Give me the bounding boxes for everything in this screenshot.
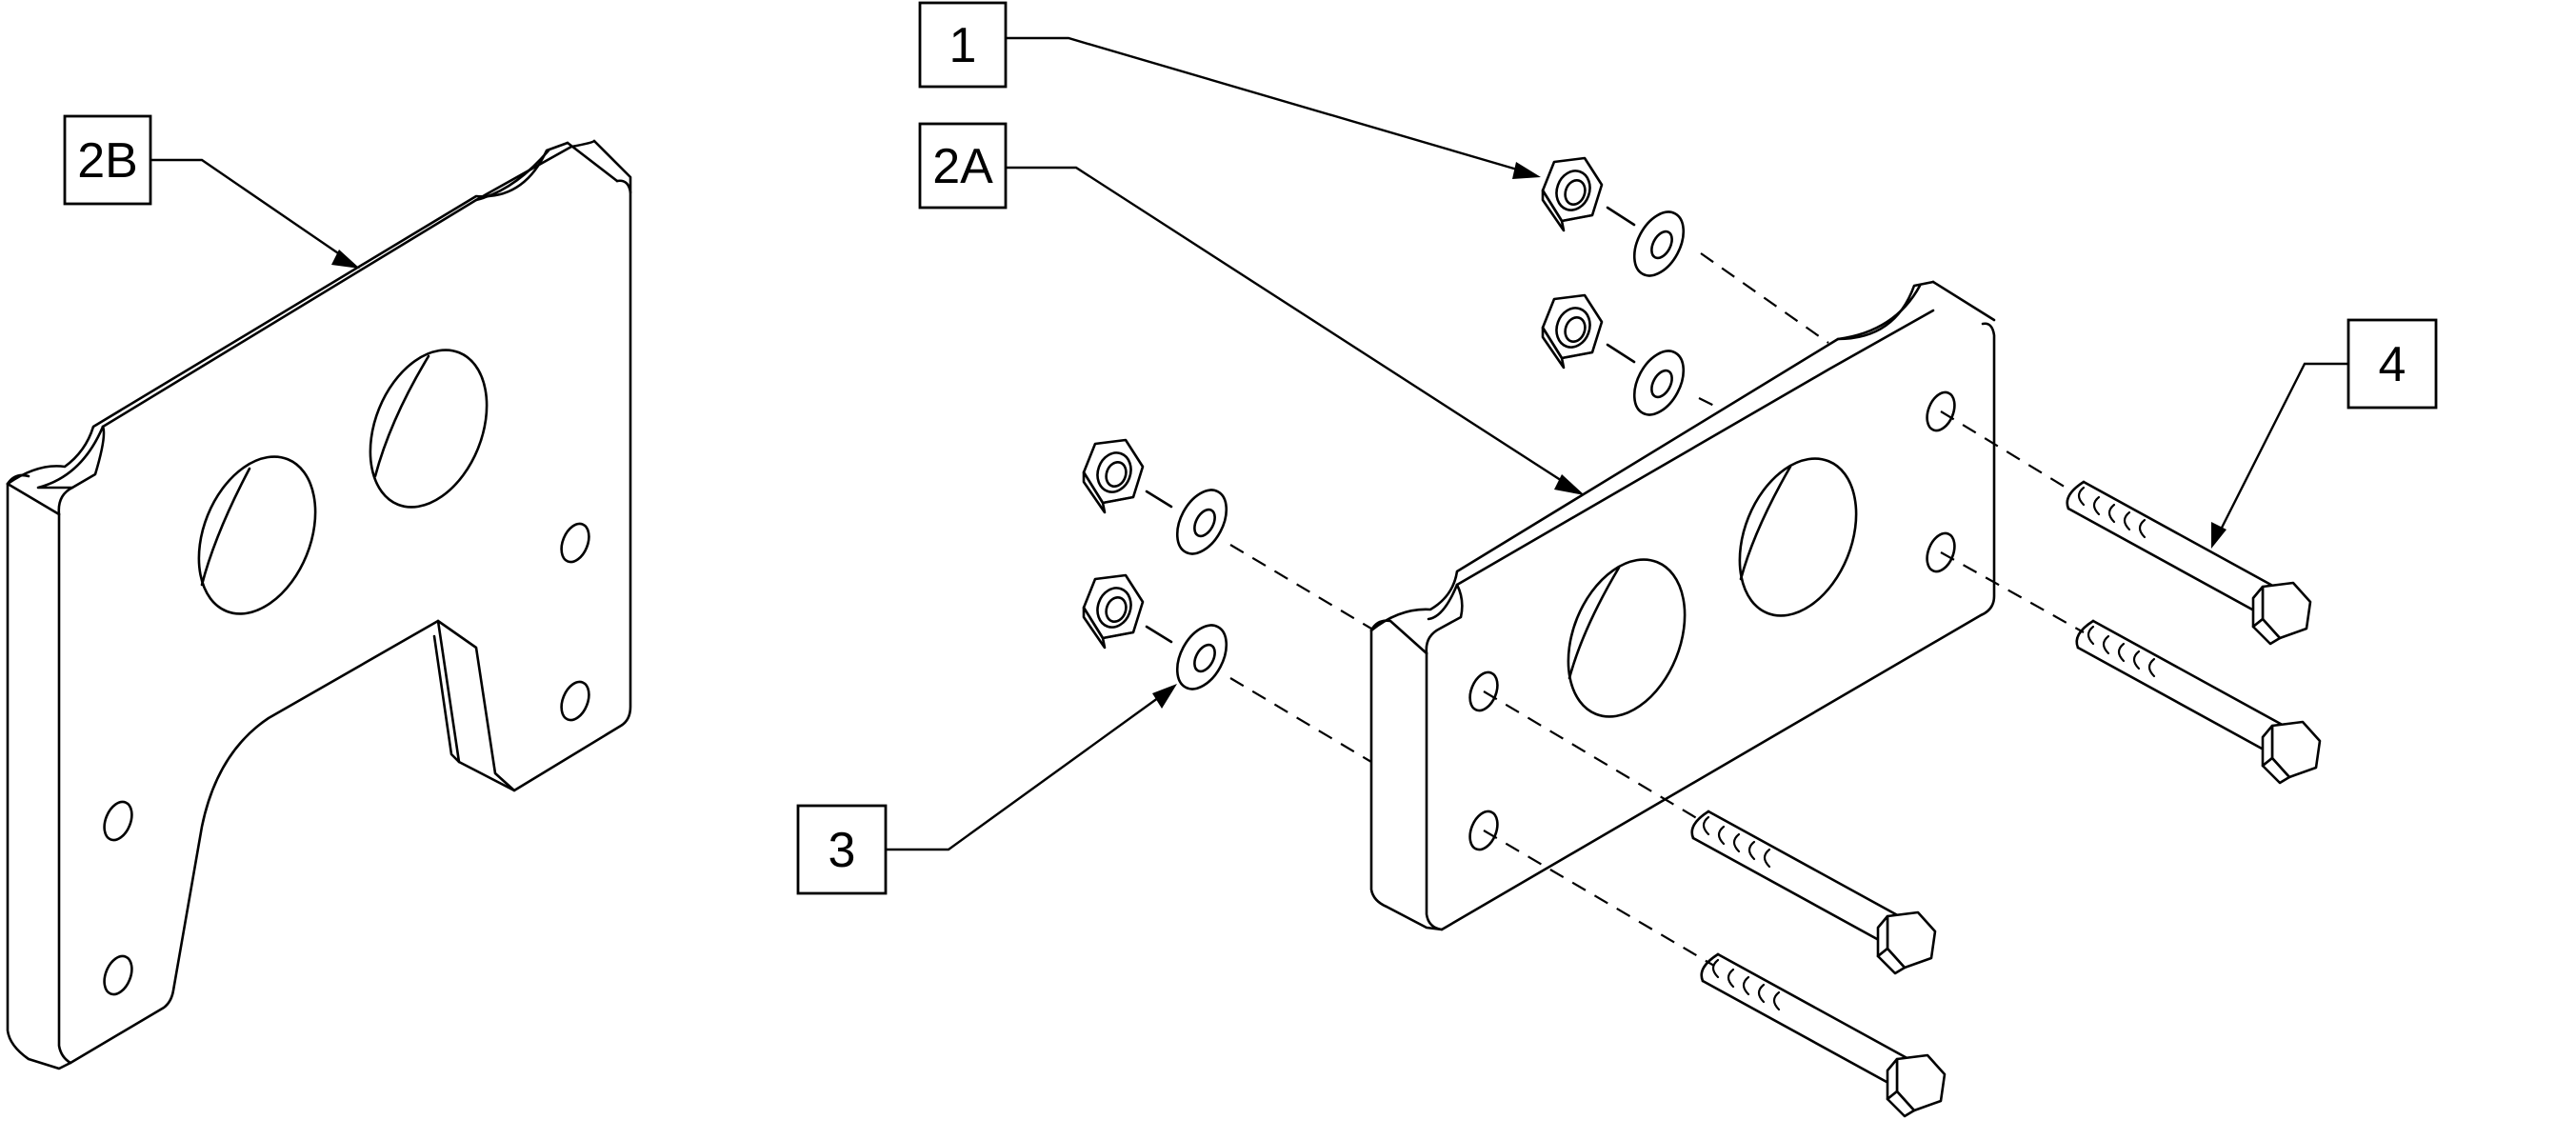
bracket-2b [6, 139, 632, 1070]
hardware-nuts-washers [1082, 156, 1695, 699]
leader-lines [150, 36, 2348, 851]
bracket-2a [1369, 280, 1996, 931]
washer [1623, 341, 1695, 425]
callout-2b: 2B [63, 114, 152, 206]
bolt [2066, 480, 2312, 646]
nut [1541, 293, 1604, 370]
bolt [1700, 952, 1947, 1118]
callout-1: 1 [918, 1, 1008, 89]
washer [1166, 480, 1238, 564]
washer [1623, 202, 1695, 286]
callout-2b-label: 2B [77, 133, 138, 189]
callout-2a-label: 2A [932, 139, 993, 194]
callout-1-label: 1 [949, 18, 977, 73]
washer [1166, 615, 1238, 699]
nut [1082, 573, 1145, 650]
nut [1541, 156, 1604, 232]
nut [1082, 438, 1145, 514]
callout-3-label: 3 [829, 823, 856, 878]
bolt [1690, 810, 1937, 975]
callout-2a: 2A [918, 122, 1008, 210]
callout-4-label: 4 [2379, 337, 2406, 392]
assembly-center-lines [1229, 252, 2085, 967]
bolt [2075, 619, 2322, 785]
callout-4: 4 [2346, 318, 2438, 410]
callout-3: 3 [796, 804, 888, 895]
hardware-bolts [1690, 480, 2322, 1118]
